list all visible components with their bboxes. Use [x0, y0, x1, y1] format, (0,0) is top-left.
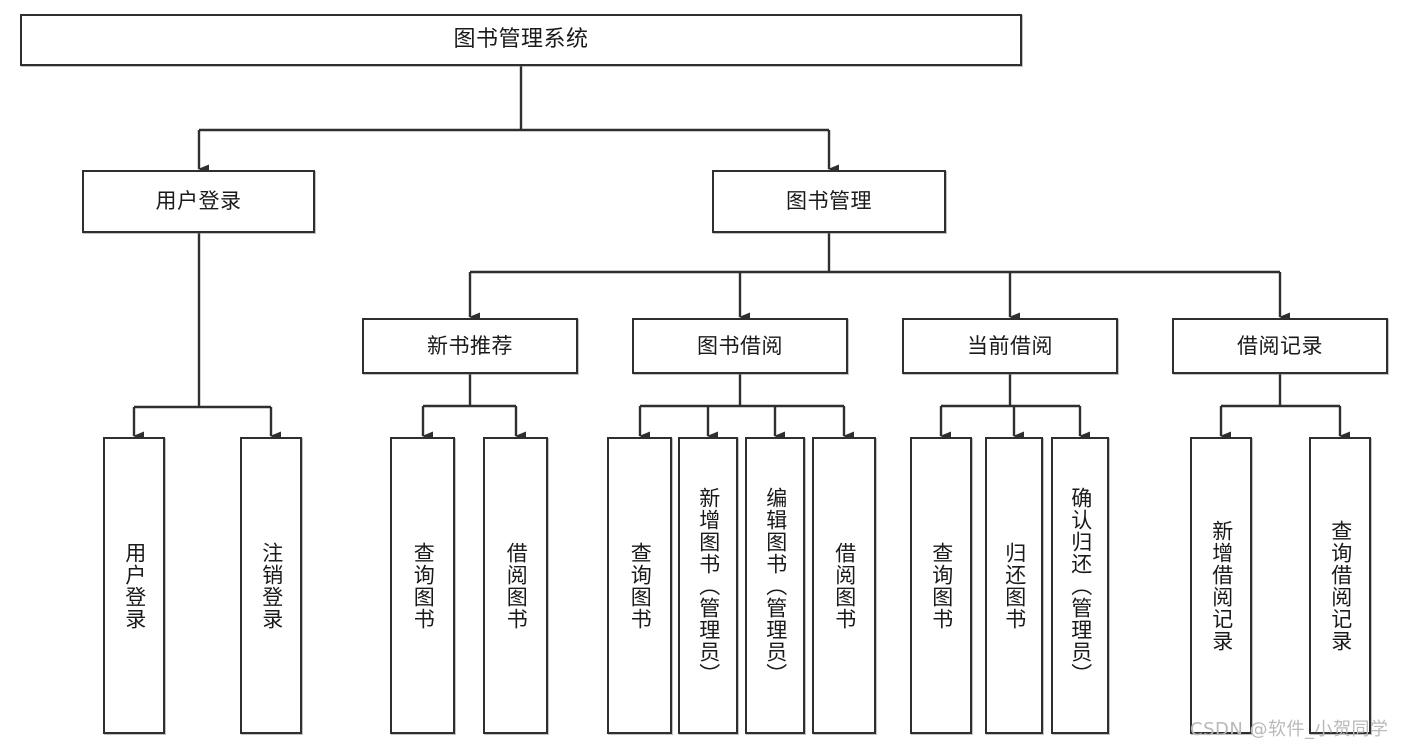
node-label: 用户登录 [122, 541, 147, 630]
node-label: 注销登录 [259, 541, 284, 630]
node-leaf-borrow-book-2[interactable]: 借阅图书 [812, 437, 876, 734]
node-root[interactable]: 图书管理系统 [20, 14, 1022, 66]
node-label: 查询图书 [628, 541, 653, 630]
node-book-borrow[interactable]: 图书借阅 [632, 318, 848, 374]
node-leaf-query-book-3[interactable]: 查询图书 [910, 437, 972, 734]
node-label: 新书推荐 [427, 333, 513, 358]
node-leaf-user-login[interactable]: 用户登录 [103, 437, 165, 734]
node-label: 用户登录 [155, 189, 242, 214]
node-label: 借阅图书 [832, 541, 857, 630]
node-label: 当前借阅 [967, 333, 1053, 358]
node-label: 新增图书（管理员） [696, 486, 721, 685]
edge-group [132, 66, 1350, 441]
node-leaf-edit-book[interactable]: 编辑图书（管理员） [745, 437, 805, 734]
node-label: 图书借阅 [697, 333, 783, 358]
node-label: 图书管理系统 [453, 27, 589, 53]
node-leaf-borrow-book-1[interactable]: 借阅图书 [483, 437, 548, 734]
node-label: 归还图书 [1002, 541, 1027, 630]
node-label: 确认归还（管理员） [1068, 486, 1093, 685]
node-label: 查询图书 [929, 541, 954, 630]
node-leaf-add-record[interactable]: 新增借阅记录 [1190, 437, 1252, 734]
node-borrow-record[interactable]: 借阅记录 [1172, 318, 1388, 374]
node-user-login[interactable]: 用户登录 [82, 170, 315, 233]
node-leaf-query-book-2[interactable]: 查询图书 [607, 437, 672, 734]
node-leaf-return-book[interactable]: 归还图书 [985, 437, 1043, 734]
node-label: 查询借阅记录 [1328, 519, 1353, 652]
node-book-manage[interactable]: 图书管理 [712, 170, 946, 233]
node-leaf-add-book[interactable]: 新增图书（管理员） [678, 437, 738, 734]
node-leaf-query-book-1[interactable]: 查询图书 [390, 437, 455, 734]
node-leaf-confirm-return[interactable]: 确认归还（管理员） [1051, 437, 1109, 734]
node-new-book-rec[interactable]: 新书推荐 [362, 318, 578, 374]
node-label: 查询图书 [411, 541, 436, 630]
node-label: 借阅图书 [504, 541, 529, 630]
node-leaf-query-record[interactable]: 查询借阅记录 [1309, 437, 1371, 734]
node-label: 借阅记录 [1237, 333, 1323, 358]
node-label: 图书管理 [786, 189, 872, 214]
node-leaf-logout[interactable]: 注销登录 [240, 437, 302, 734]
node-label: 新增借阅记录 [1209, 519, 1234, 652]
node-current-borrow[interactable]: 当前借阅 [902, 318, 1118, 374]
node-label: 编辑图书（管理员） [763, 486, 788, 685]
